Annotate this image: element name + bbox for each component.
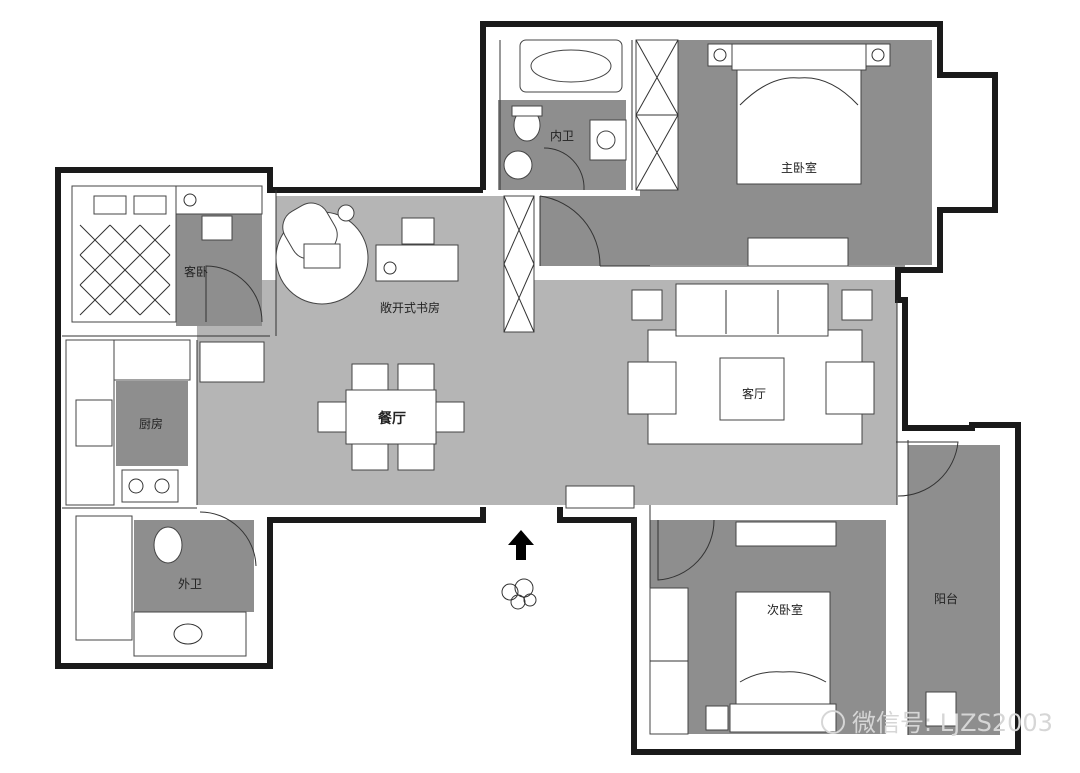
kitchen-counter-top [113, 339, 191, 381]
dining-chair [317, 401, 347, 433]
study-chair [401, 217, 435, 245]
dining-chair [351, 443, 389, 471]
side-table [841, 289, 873, 321]
balcony-cabinet [925, 691, 957, 727]
shelf-cross [503, 263, 535, 333]
toilet-icon [153, 526, 183, 564]
fridge [199, 341, 265, 383]
shower-area [75, 515, 133, 641]
second-bedroom-label: 次卧室 [767, 602, 803, 617]
bed-pattern [79, 224, 171, 316]
open-study-label: 敞开式书房 [380, 300, 440, 315]
bathtub-basin [530, 49, 612, 83]
bath-door [543, 147, 585, 191]
burner-icon [154, 478, 170, 494]
shower-drain-icon [503, 150, 533, 180]
guest-bedroom-label: 客卧 [184, 264, 208, 279]
second-tv-cabinet [735, 521, 837, 547]
armchair-right [825, 361, 875, 415]
dining-label: 餐厅 [377, 410, 406, 427]
nightstand-right [865, 43, 891, 67]
toilet-tank [511, 105, 543, 117]
kitchen-floor [116, 381, 188, 466]
balcony-door [896, 441, 959, 497]
guest-door [205, 265, 263, 323]
watermark-text: 微信号: LJZS2003 [852, 709, 1053, 737]
lamp-icon [713, 48, 727, 62]
guest-desk [175, 185, 263, 215]
sofa [675, 283, 829, 337]
outer-wall-left [55, 167, 486, 669]
entrance-arrow-icon [508, 530, 534, 560]
lamp-icon [871, 48, 885, 62]
guest-bath-label: 外卫 [178, 577, 202, 591]
master-corridor-floor [540, 196, 650, 266]
dining-chair [435, 401, 465, 433]
armchair-left [627, 361, 677, 415]
pillow [133, 195, 167, 215]
bed-sheet-fold [739, 77, 859, 106]
balcony-label: 阳台 [934, 591, 958, 606]
kitchen-label: 厨房 [139, 416, 163, 431]
lamp-icon [383, 261, 397, 275]
pillow [93, 195, 127, 215]
dining-chair [397, 443, 435, 471]
dining-chair [397, 363, 435, 391]
balcony-floor [908, 445, 1000, 735]
plant-icon [501, 578, 537, 610]
nightstand-left [707, 43, 733, 67]
kitchen-sink [75, 399, 113, 447]
sink-icon [596, 130, 616, 150]
master-bath-label: 内卫 [550, 129, 574, 143]
shelf-cross [503, 195, 535, 265]
wechat-icon [821, 710, 845, 734]
shoe-cabinet [565, 485, 635, 509]
wardrobe-cross [635, 114, 679, 191]
tv-cabinet [747, 237, 849, 267]
outer-wall [480, 21, 1021, 755]
side-table [631, 289, 663, 321]
study-desk [375, 244, 459, 282]
living-label: 客厅 [742, 386, 766, 401]
ottoman [303, 243, 341, 269]
nightstand [705, 705, 729, 731]
lamp-icon [183, 193, 197, 207]
second-headboard [729, 703, 837, 733]
master-bedroom-label: 主卧室 [781, 160, 817, 175]
sink-icon [173, 623, 203, 645]
guest-vanity [133, 611, 247, 657]
guest-bath-floor [134, 520, 254, 612]
guest-bath-door [199, 511, 257, 567]
wardrobe-cross [635, 39, 679, 116]
bed-sheet-fold [739, 671, 827, 683]
master-door [539, 195, 601, 267]
stove [121, 469, 179, 503]
second-bedroom-door [657, 519, 715, 581]
burner-icon [128, 478, 144, 494]
study-bookshelf [503, 195, 535, 333]
coffee-table [719, 357, 785, 421]
master-headboard [731, 43, 867, 71]
dining-chair [351, 363, 389, 391]
side-table [337, 204, 355, 222]
second-bed [735, 591, 831, 711]
guest-chair [201, 215, 233, 241]
